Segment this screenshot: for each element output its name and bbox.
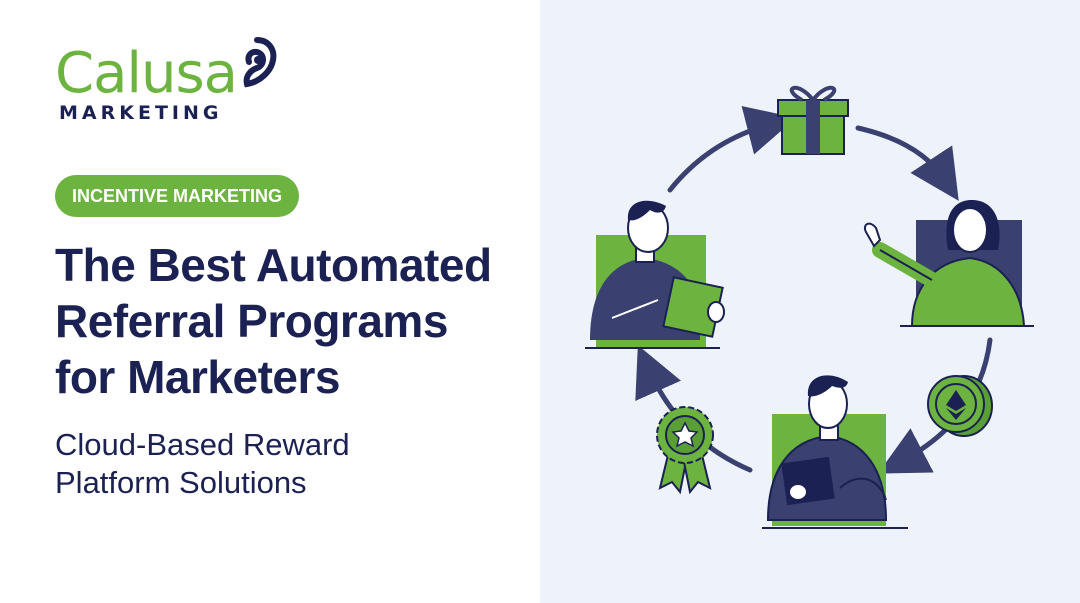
nautilus-shell-icon (243, 37, 277, 88)
gift-icon (777, 85, 849, 155)
coin-icon (927, 375, 993, 437)
person-with-clipboard (762, 375, 908, 529)
category-tag[interactable]: INCENTIVE MARKETING (55, 175, 300, 217)
award-badge-icon (656, 406, 714, 495)
illustration-panel (540, 0, 1080, 603)
logo-tagline: MARKETING (59, 102, 223, 124)
subtitle-line: Platform Solutions (55, 465, 307, 500)
hero-text-panel: Calusa MARKETING INCENTIVE MARKETING The… (55, 36, 525, 502)
title-line: The Best Automated (55, 239, 492, 291)
subtitle-line: Cloud-Based Reward (55, 427, 350, 462)
title-line: for Marketers (55, 351, 340, 403)
person-with-tablet (585, 200, 725, 349)
logo-brand-name: Calusa (55, 41, 238, 106)
page-subtitle: Cloud-Based Reward Platform Solutions (55, 426, 475, 502)
brand-logo[interactable]: Calusa MARKETING (55, 36, 285, 126)
referral-cycle-illustration (585, 85, 1034, 529)
page-title: The Best Automated Referral Programs for… (55, 237, 525, 405)
title-line: Referral Programs (55, 295, 448, 347)
person-waving (864, 200, 1034, 327)
